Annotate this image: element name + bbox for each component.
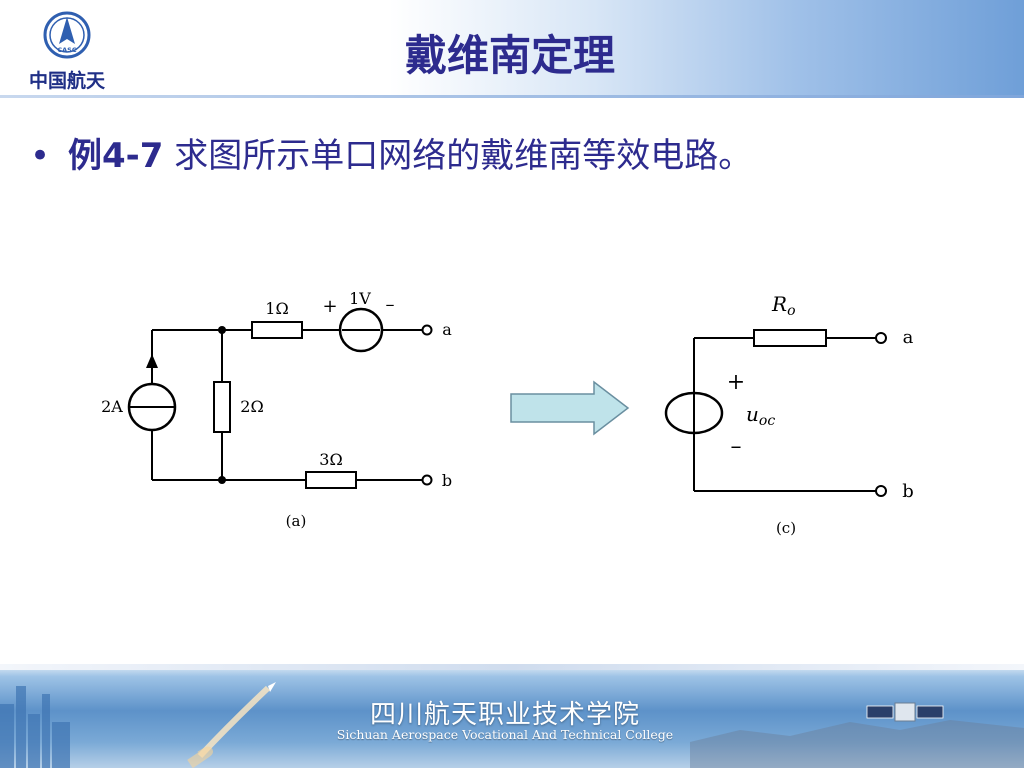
label-terminal-a: a xyxy=(442,320,452,339)
circuit-diagram-a: 1Ω 1V + – 2A 2Ω 3Ω a b (a) xyxy=(84,278,464,540)
junction-dot xyxy=(218,326,226,334)
example-label: 例4-7 xyxy=(68,136,164,176)
right-arrow-icon xyxy=(510,380,630,436)
skyline-icon xyxy=(0,686,70,768)
great-wall-icon xyxy=(690,720,1024,768)
casc-emblem-icon: CASC xyxy=(43,11,91,59)
bullet-icon: • xyxy=(30,136,51,176)
example-text: 求图所示单口网络的戴维南等效电路。 xyxy=(163,136,753,176)
resistor-3ohm xyxy=(305,471,357,489)
header-divider xyxy=(0,95,1024,98)
terminal-b-icon xyxy=(421,474,433,486)
label-uoc: uoc xyxy=(746,402,775,429)
label-terminal-a: a xyxy=(903,327,914,348)
caption-c: (c) xyxy=(776,519,796,537)
label-terminal-b: b xyxy=(902,481,914,502)
satellite-icon xyxy=(866,702,944,722)
header-bar xyxy=(0,0,1024,95)
terminal-b-icon xyxy=(875,485,887,497)
circuit-diagram-c: Ro + – uoc a b (c) xyxy=(660,283,946,547)
label-i-source: 2A xyxy=(101,397,123,416)
label-r0: Ro xyxy=(771,292,796,319)
footer-banner: 四川航天职业技术学院 Sichuan Aerospace Vocational … xyxy=(0,664,1024,768)
rocket-icon xyxy=(187,682,276,768)
label-terminal-b: b xyxy=(442,471,452,490)
current-arrow-icon xyxy=(146,354,158,368)
casc-logo: CASC 中国航天 xyxy=(22,8,112,92)
label-v-source: 1V xyxy=(349,289,371,308)
resistor-2ohm xyxy=(213,381,231,433)
resistor-1ohm xyxy=(251,321,303,339)
label-r3: 3Ω xyxy=(319,450,342,469)
resistor-r0 xyxy=(753,329,827,347)
label-minus: – xyxy=(731,434,742,459)
label-plus: + xyxy=(727,370,745,395)
college-name-en: Sichuan Aerospace Vocational And Technic… xyxy=(336,727,674,742)
page-title: 戴维南定理 xyxy=(404,31,615,80)
terminal-a-icon xyxy=(875,332,887,344)
junction-dot xyxy=(218,476,226,484)
logo-badge: CASC xyxy=(57,46,76,54)
logo-text: 中国航天 xyxy=(28,70,105,92)
label-v-minus: – xyxy=(386,294,395,315)
college-name-cn: 四川航天职业技术学院 xyxy=(369,700,640,730)
caption-a: (a) xyxy=(286,512,307,530)
example-line: • 例4-7 求图所示单口网络的戴维南等效电路。 xyxy=(30,128,1010,177)
footer-band xyxy=(0,664,1024,670)
label-r2: 2Ω xyxy=(240,397,263,416)
label-v-plus: + xyxy=(322,296,337,317)
terminal-a-icon xyxy=(421,324,433,336)
label-r1: 1Ω xyxy=(265,299,288,318)
footer-scenery xyxy=(0,682,1024,768)
